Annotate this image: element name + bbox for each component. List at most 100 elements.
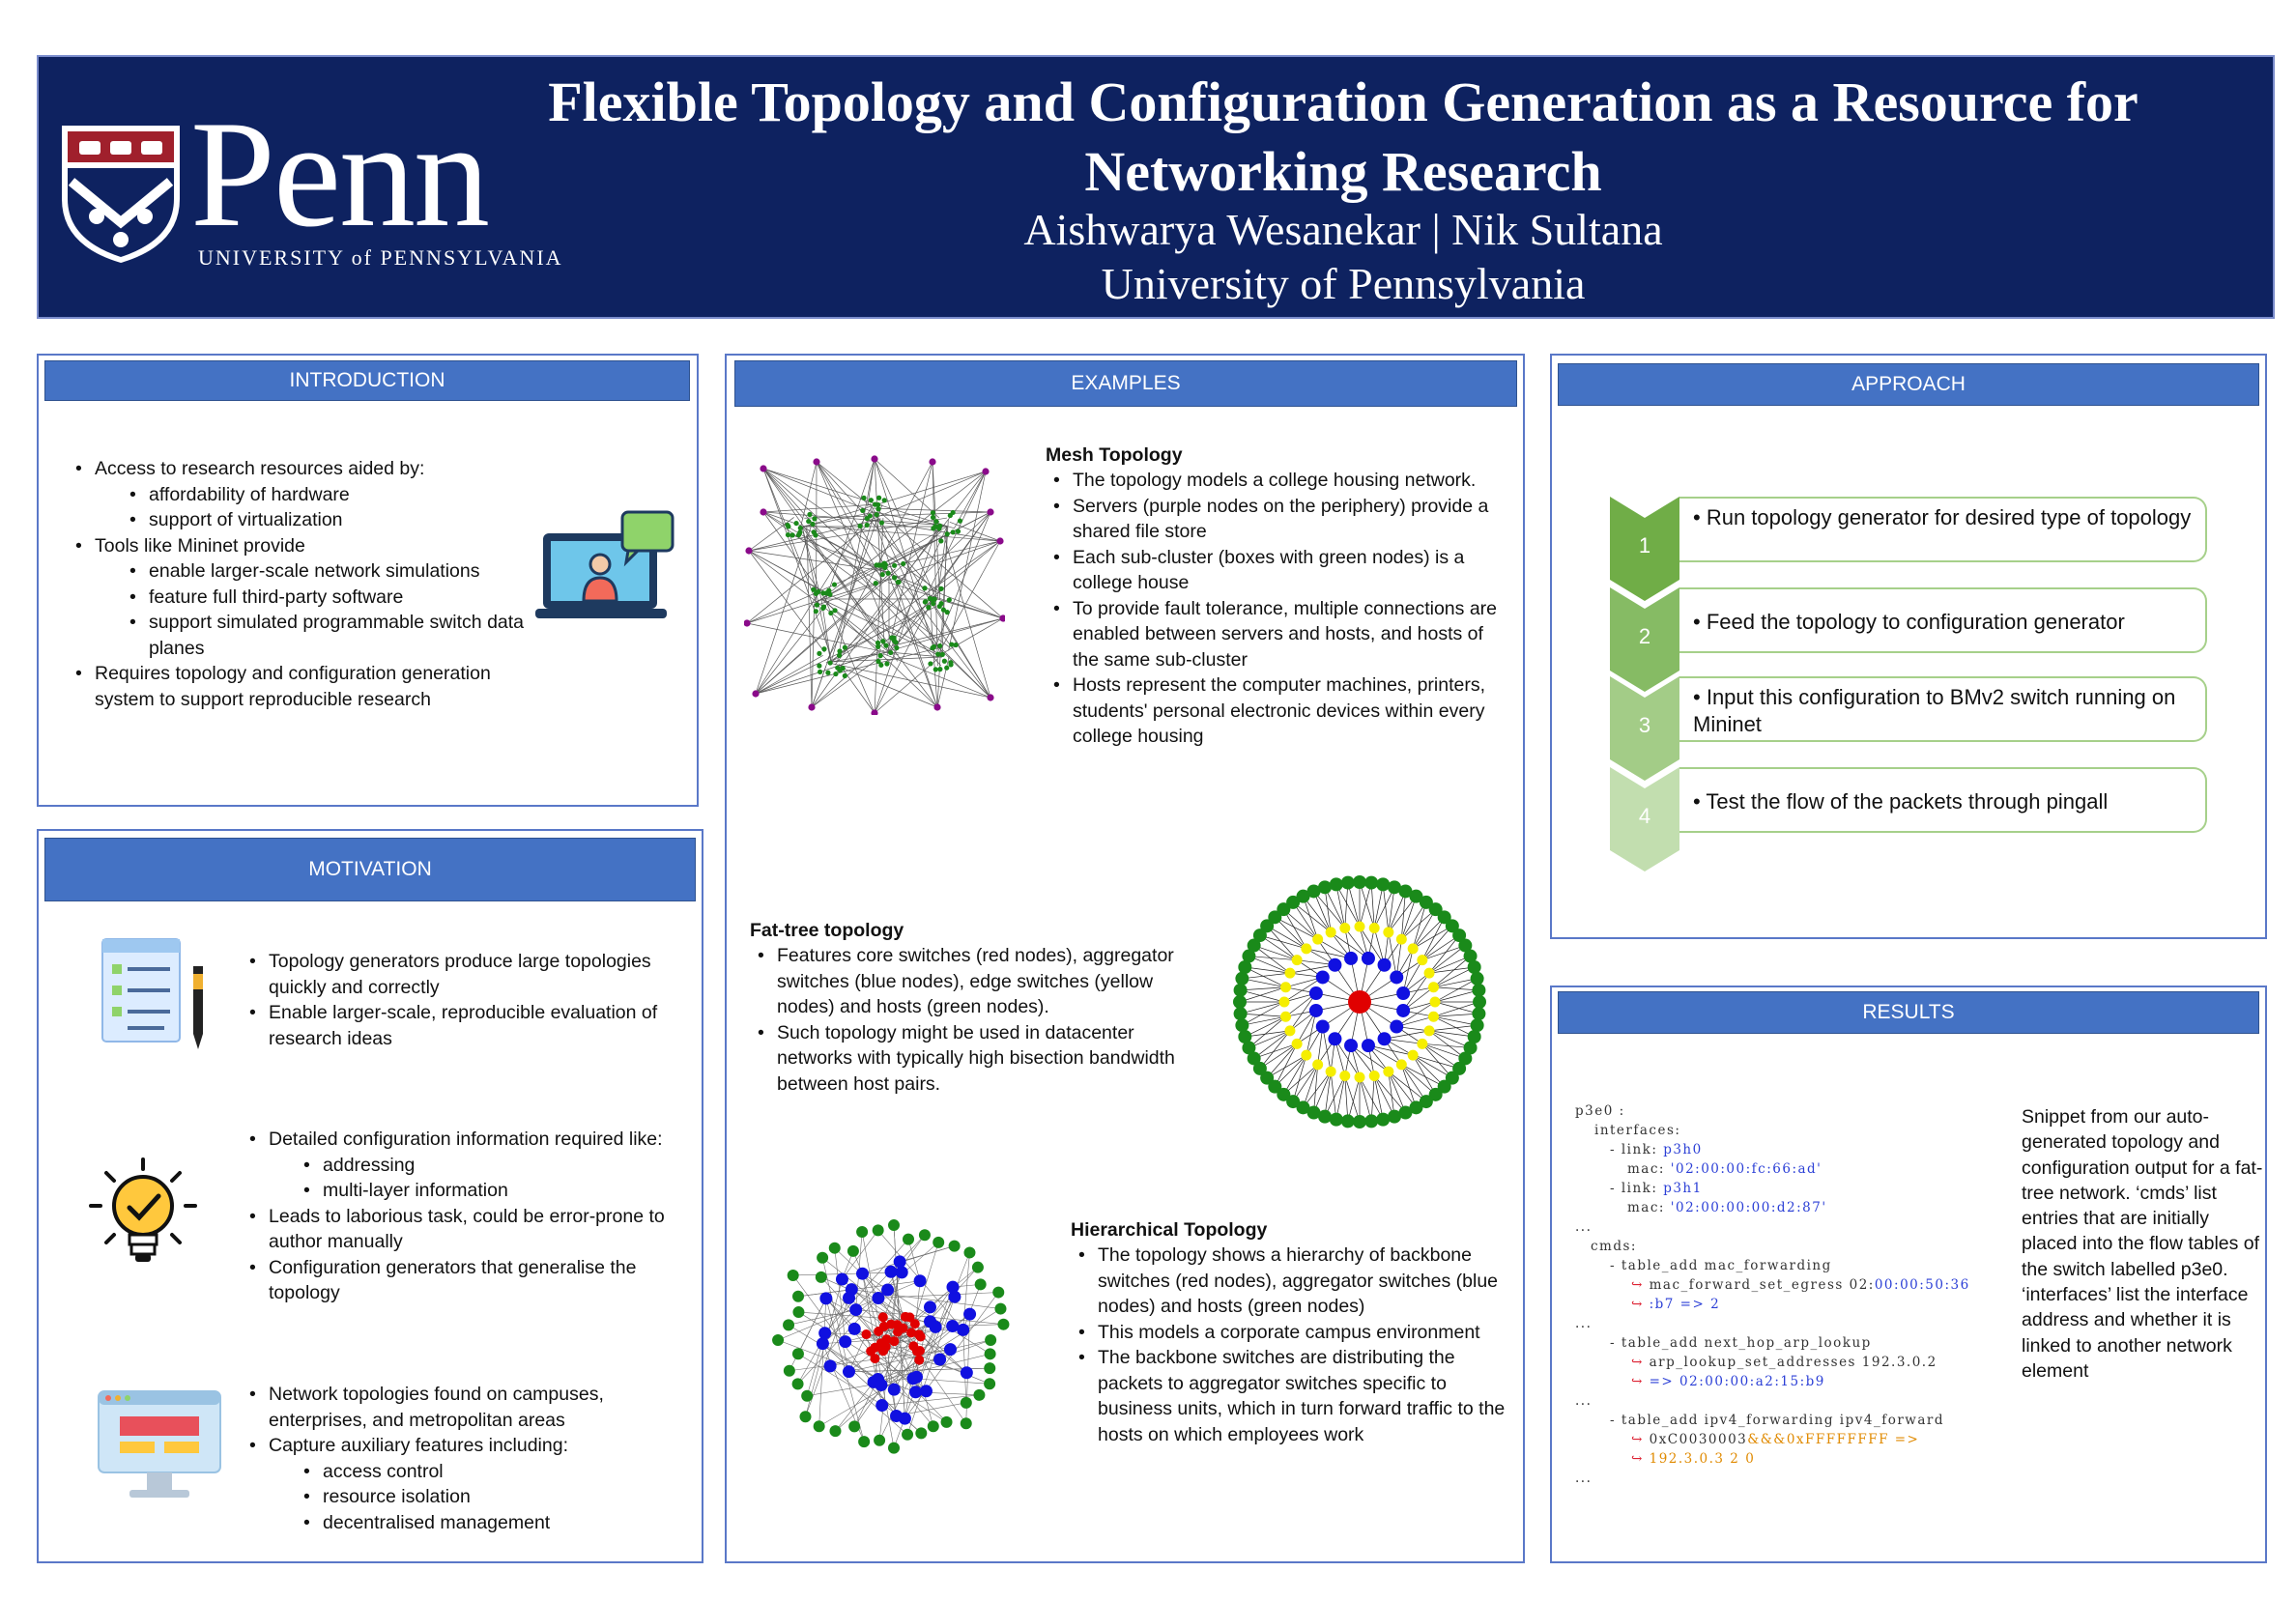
host-node <box>1247 938 1261 953</box>
aggregator-switch-node <box>923 1300 936 1314</box>
host-node <box>903 1233 915 1245</box>
host-node <box>813 1420 825 1433</box>
aggregator-switch-node <box>849 1303 863 1317</box>
aggregator-switch-node <box>881 1283 895 1297</box>
host-node <box>881 498 887 503</box>
code-line: ↪ mac_forward_set_egress 02:00:00:50:36 <box>1631 1277 1970 1293</box>
aggregator-switch-node <box>1390 970 1404 985</box>
host-node <box>937 667 943 672</box>
host-node <box>974 1278 987 1291</box>
host-node <box>884 661 890 667</box>
host-node <box>1364 875 1379 890</box>
list-item: resource isolation <box>298 1484 698 1510</box>
aggregator-switch-node <box>887 1383 901 1396</box>
server-node <box>744 619 751 627</box>
approach-heading: APPROACH <box>1558 363 2259 406</box>
list-item: Network topologies found on campuses, en… <box>244 1382 698 1433</box>
motivation-list-3: Network topologies found on campuses, en… <box>244 1382 698 1535</box>
server-node <box>745 547 753 555</box>
host-node <box>791 1348 804 1360</box>
backbone-switch-node <box>906 1328 917 1338</box>
host-node <box>860 507 866 514</box>
aggregator-switch-node <box>1396 986 1411 1001</box>
edge-switch-node <box>1428 1011 1440 1022</box>
host-node <box>960 1417 972 1430</box>
host-node <box>922 586 928 591</box>
host-node <box>792 1306 805 1319</box>
host-node <box>873 581 878 586</box>
host-node <box>772 1334 785 1346</box>
host-node <box>963 1246 976 1259</box>
step-text: • Feed the topology to configuration gen… <box>1679 587 2207 653</box>
host-node <box>817 650 822 656</box>
host-node <box>901 560 906 567</box>
host-node <box>1252 1061 1267 1075</box>
aggregator-switch-node <box>818 1327 832 1340</box>
host-node <box>928 661 933 667</box>
host-node <box>806 518 812 525</box>
code-line: ↪ arp_lookup_set_addresses 192.3.0.2 <box>1631 1355 1937 1370</box>
host-node <box>842 672 847 679</box>
checklist-pen-icon <box>101 938 203 1049</box>
host-node <box>997 1318 1010 1330</box>
host-node <box>1387 1109 1401 1124</box>
host-node <box>858 1436 871 1448</box>
aggregator-switch-node <box>1328 957 1342 972</box>
aggregator-switch-node <box>856 1267 870 1280</box>
host-node <box>938 538 944 544</box>
aggregator-switch-node <box>909 1386 923 1399</box>
code-line: - link: p3h0 <box>1610 1142 1703 1157</box>
host-node <box>801 1389 814 1402</box>
code-line: ↪ 0xC0030003&&&0xFFFFFFFF => <box>1631 1432 1920 1447</box>
aggregator-switch-node <box>895 1266 908 1279</box>
edge-switch-node <box>1407 943 1419 955</box>
chevron-icon <box>1610 767 1679 871</box>
host-node <box>1353 875 1366 889</box>
aggregator-switch-node <box>835 1272 848 1286</box>
introduction-heading: INTRODUCTION <box>44 360 690 401</box>
aggregator-switch-node <box>816 1337 829 1351</box>
host-node <box>789 532 795 538</box>
host-node <box>888 1219 900 1232</box>
host-node <box>1473 995 1486 1009</box>
step-number: 4 <box>1638 804 1651 828</box>
host-node <box>827 660 833 666</box>
backbone-switch-node <box>874 1326 884 1336</box>
host-node <box>955 529 961 534</box>
host-node <box>817 1251 829 1264</box>
code-line: interfaces: <box>1594 1123 1681 1138</box>
host-node <box>828 610 834 616</box>
host-node <box>1277 902 1291 917</box>
penn-logo-word: Penn <box>190 90 490 259</box>
host-node <box>949 642 955 647</box>
penn-logo-subtitle: UNIVERSITY of PENNSYLVANIA <box>198 245 563 270</box>
code-line: ... <box>1575 1316 1593 1331</box>
host-node <box>878 520 884 526</box>
host-node <box>799 1411 812 1423</box>
aggregator-switch-node <box>1315 1019 1330 1034</box>
fattree-topology-list: Features core switches (red nodes), aggr… <box>752 943 1196 1097</box>
host-node <box>813 609 818 614</box>
edge-switch-node <box>1423 1025 1435 1037</box>
host-node <box>874 562 879 568</box>
host-node <box>992 1286 1005 1299</box>
aggregator-switch-node <box>906 1372 920 1386</box>
aggregator-switch-node <box>1344 1039 1359 1053</box>
code-line: ↪ => 02:00:00:a2:15:b9 <box>1631 1374 1825 1389</box>
host-node <box>825 670 831 675</box>
aggregator-switch-node <box>1377 1032 1392 1046</box>
host-node <box>1470 971 1484 986</box>
host-node <box>783 1364 795 1377</box>
fattree-topology-graph <box>1233 875 1486 1129</box>
host-node <box>1467 960 1481 975</box>
host-node <box>1238 960 1252 975</box>
edge-switch-node <box>1368 1071 1380 1082</box>
host-node <box>933 667 938 672</box>
backbone-switch-node <box>870 1354 880 1364</box>
affiliation: University of Pennsylvania <box>1101 259 1586 308</box>
aggregator-switch-node <box>913 1274 927 1288</box>
edge-switch-node <box>1291 1038 1303 1049</box>
backbone-switch-node <box>878 1346 889 1357</box>
list-item: Topology generators produce large topolo… <box>244 949 688 1000</box>
host-node <box>889 635 895 641</box>
